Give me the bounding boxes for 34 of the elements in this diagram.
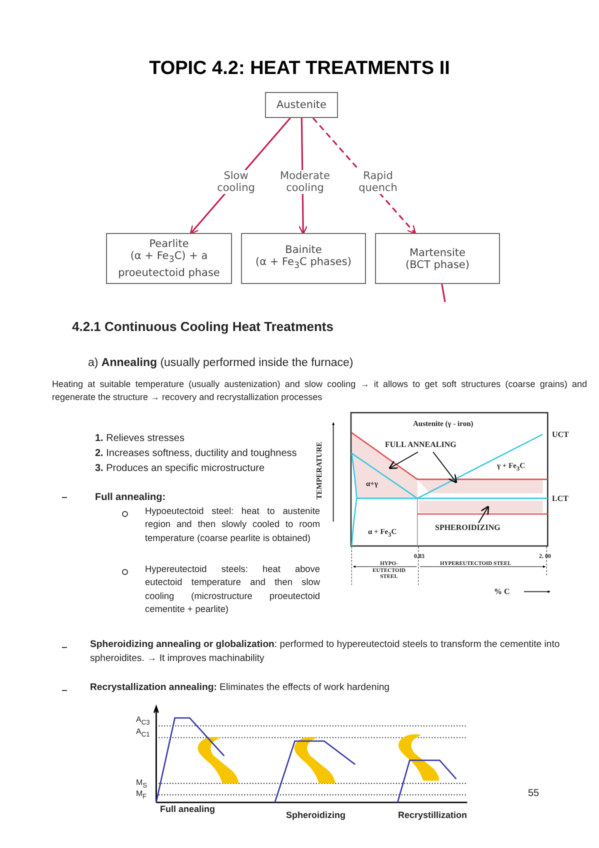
list-item: 1. Relieves stresses xyxy=(95,432,184,446)
bullet-text: Hypoeutectoid steel: heat to austenite region and then slowly cooled to room temperature (coarse pearlite is obtained) xyxy=(145,505,320,545)
axis-label: M$_{S}$ xyxy=(136,777,148,790)
process-box: Bainite (α + Fe$_{3}$C phases) xyxy=(241,233,366,284)
leader-line xyxy=(478,506,490,524)
process-box: Austenite xyxy=(265,92,338,118)
axis-label: A$_{C1}$ xyxy=(136,726,150,741)
leader-line xyxy=(388,452,418,470)
list-item: 3. Produces an specific microstructure xyxy=(95,462,265,476)
section-heading: 4.2.1 Continuous Cooling Heat Treatments xyxy=(72,318,334,336)
leader-line xyxy=(432,452,458,484)
process-box: Pearlite (α + Fe$_{3}$C) + a proeutectoid phase xyxy=(106,233,232,284)
axis-label: M$_{F}$ xyxy=(136,788,147,803)
edge-label: Rapid quench xyxy=(356,170,400,194)
edge-label: Moderate cooling xyxy=(279,170,331,194)
axis-title: % C xyxy=(494,587,510,597)
paragraph: Recrystallization annealing: Eliminates the effects of work hardening xyxy=(90,681,390,695)
process-box: Martensite (BCT phase) xyxy=(375,233,500,284)
chart-label: Full anealing xyxy=(160,803,216,816)
chart-label: Spheroidizing xyxy=(286,809,346,822)
diagram-label: SPHEROIDIZING xyxy=(435,523,515,535)
paragraph: Spheroidizing annealing or globalization: performed to hypereutectoid steels to transform the cementite into spheroidites. → It improves machinability xyxy=(90,638,560,666)
list-item: 2. Increases softness, ductility and toughness xyxy=(95,447,297,461)
axis-label: A$_{C3}$ xyxy=(136,714,150,728)
axis-label: LCT xyxy=(552,494,568,504)
page-title: TOPIC 4.2: HEAT TREATMENTS II xyxy=(148,58,451,80)
bullet-heading: Full annealing: xyxy=(95,491,166,505)
subheading: a) Annealing (usually performed inside the furnace) xyxy=(88,356,354,371)
chart-label: Recrystillization xyxy=(398,809,468,822)
diagram-label: FULL ANNEALING xyxy=(385,440,472,452)
page-number: 55 xyxy=(528,787,540,801)
axis-label: UCT xyxy=(552,430,569,440)
paragraph: Heating at suitable temperature (usually austenization) and slow cooling → it allows to get soft structures (coarse grains) and regenerate the structure → recovery and recrystallization processes xyxy=(52,378,587,404)
bullet-text: Hypereutectoid steels: heat above eutectoid temperature and then slow cooling (microstructure proeutectoid cementite + pearlite) xyxy=(145,563,320,616)
